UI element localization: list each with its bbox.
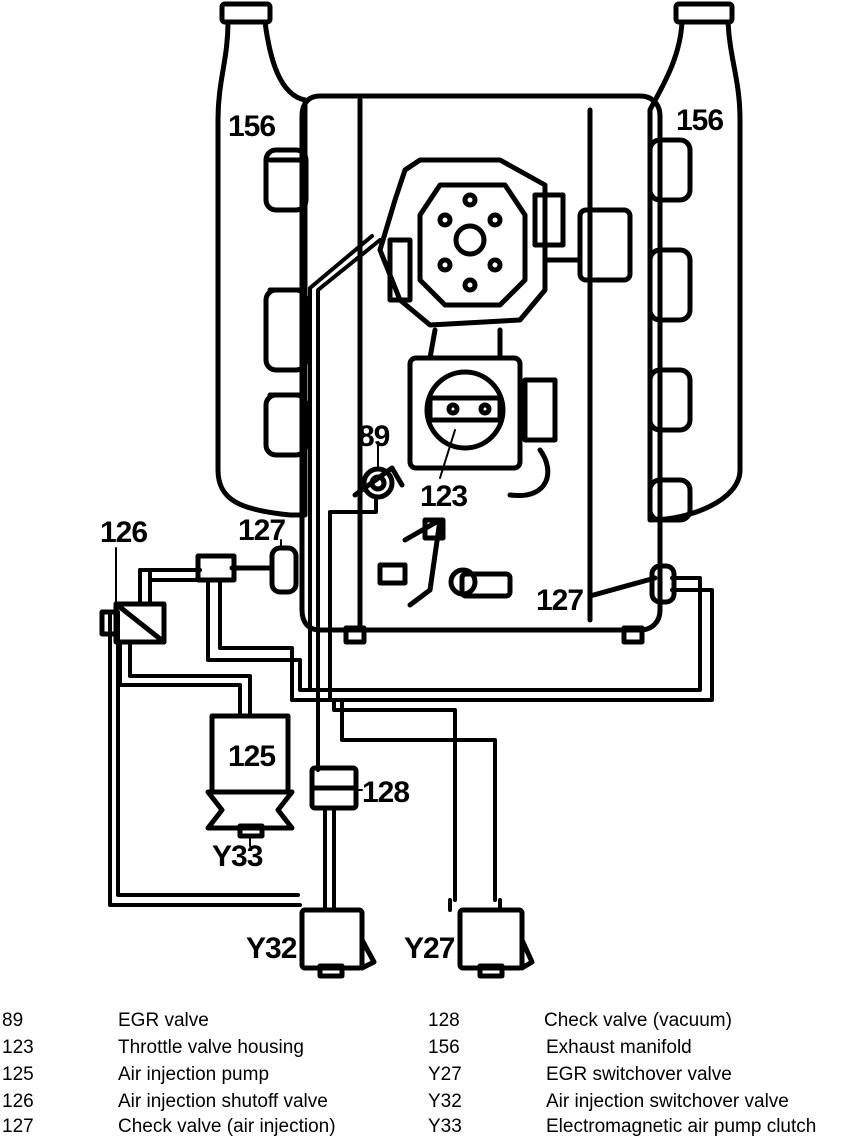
check-valve-vacuum bbox=[309, 765, 359, 811]
legend-text: Air injection pump bbox=[118, 1064, 270, 1085]
callout-128: 128 bbox=[362, 776, 409, 809]
legend-text: EGR switchover valve bbox=[546, 1064, 732, 1085]
legend-number: 89 bbox=[2, 1010, 24, 1031]
exhaust-manifold-right bbox=[647, 1, 743, 523]
callout-156-left: 156 bbox=[228, 110, 275, 143]
check-valve-right bbox=[587, 563, 677, 605]
callout-127-left: 127 bbox=[238, 514, 285, 547]
exhaust-manifold-left bbox=[215, 1, 309, 518]
emission-system-diagram: 156 156 89 123 126 127 127 125 128 Y33 Y… bbox=[99, 1, 743, 979]
sensor-parts bbox=[377, 517, 513, 608]
check-valve-left bbox=[195, 545, 299, 595]
legend-number: 125 bbox=[2, 1064, 34, 1085]
legend-number: 128 bbox=[428, 1010, 460, 1031]
air-injection-switchover-valve bbox=[299, 907, 377, 979]
callout-126: 126 bbox=[100, 516, 147, 549]
legend-number: Y33 bbox=[428, 1116, 462, 1137]
distributor-assembly bbox=[377, 157, 633, 328]
egr-switchover-valve bbox=[457, 907, 535, 979]
legend-number: 123 bbox=[2, 1037, 34, 1058]
callout-y33: Y33 bbox=[212, 840, 263, 873]
callout-y27: Y27 bbox=[404, 932, 455, 965]
legend-number: 127 bbox=[2, 1116, 34, 1137]
callout-123: 123 bbox=[420, 480, 467, 513]
legend-text: Exhaust manifold bbox=[546, 1037, 692, 1058]
callout-125: 125 bbox=[228, 740, 275, 773]
legend-text: Check valve (vacuum) bbox=[544, 1010, 732, 1031]
callout-89: 89 bbox=[358, 420, 390, 453]
legend: 89 EGR valve 123 Throttle valve housing … bbox=[0, 1004, 864, 1140]
throttle-valve-housing bbox=[407, 327, 558, 498]
legend-text: Air injection switchover valve bbox=[546, 1091, 789, 1112]
air-injection-pump bbox=[205, 713, 295, 839]
legend-text: Throttle valve housing bbox=[118, 1037, 304, 1058]
legend-text: Air injection shutoff valve bbox=[118, 1091, 328, 1112]
legend-text: Check valve (air injection) bbox=[118, 1116, 336, 1137]
hose-lines bbox=[108, 234, 714, 912]
callout-127-right: 127 bbox=[536, 584, 583, 617]
legend-number: Y27 bbox=[428, 1064, 462, 1085]
callout-156-right: 156 bbox=[676, 104, 723, 137]
legend-number: 126 bbox=[2, 1091, 34, 1112]
leader-lines bbox=[115, 429, 456, 847]
legend-number: Y32 bbox=[428, 1091, 462, 1112]
legend-text: Electromagnetic air pump clutch bbox=[546, 1116, 817, 1137]
engine-block bbox=[299, 93, 663, 645]
callout-y32: Y32 bbox=[246, 932, 297, 965]
legend-text: EGR valve bbox=[118, 1010, 209, 1031]
legend-number: 156 bbox=[428, 1037, 460, 1058]
